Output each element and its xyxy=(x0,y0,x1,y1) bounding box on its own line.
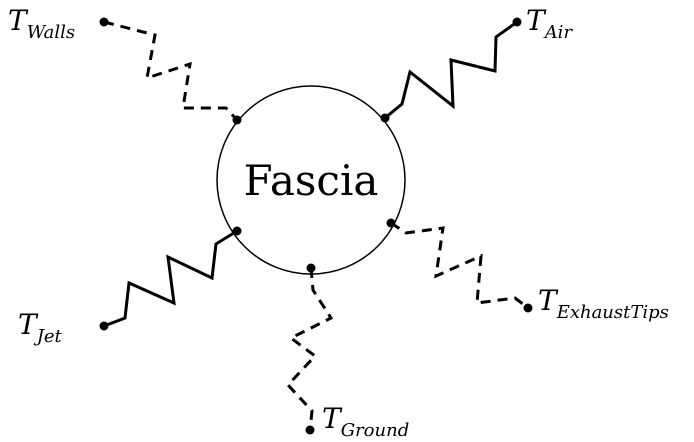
fascia-contact-jet xyxy=(232,226,242,236)
terminal-walls-dot xyxy=(99,17,109,27)
node-exhaust-tips-label: TExhaustTips xyxy=(538,284,669,323)
fascia-contact-ground xyxy=(306,263,316,273)
terminal-ground-dot xyxy=(305,425,315,435)
node-jet-label: TJet xyxy=(18,308,63,347)
terminal-jet-dot xyxy=(99,321,109,331)
link-exhaust-tips xyxy=(386,218,533,313)
fascia-contact-exhaust-tips xyxy=(386,218,396,228)
node-air-label: TAir xyxy=(526,4,573,43)
link-jet xyxy=(99,226,242,331)
fascia-contact-air xyxy=(380,113,390,123)
fascia-contact-walls xyxy=(232,115,242,125)
link-ground xyxy=(285,263,334,435)
terminal-exhaust-tips-dot xyxy=(523,303,533,313)
link-air xyxy=(380,17,522,123)
terminal-air-dot xyxy=(512,17,522,27)
node-ground-label: TGround xyxy=(322,402,409,441)
link-walls xyxy=(99,17,242,125)
fascia-label: Fascia xyxy=(244,156,379,205)
node-walls-label: TWalls xyxy=(8,4,75,43)
